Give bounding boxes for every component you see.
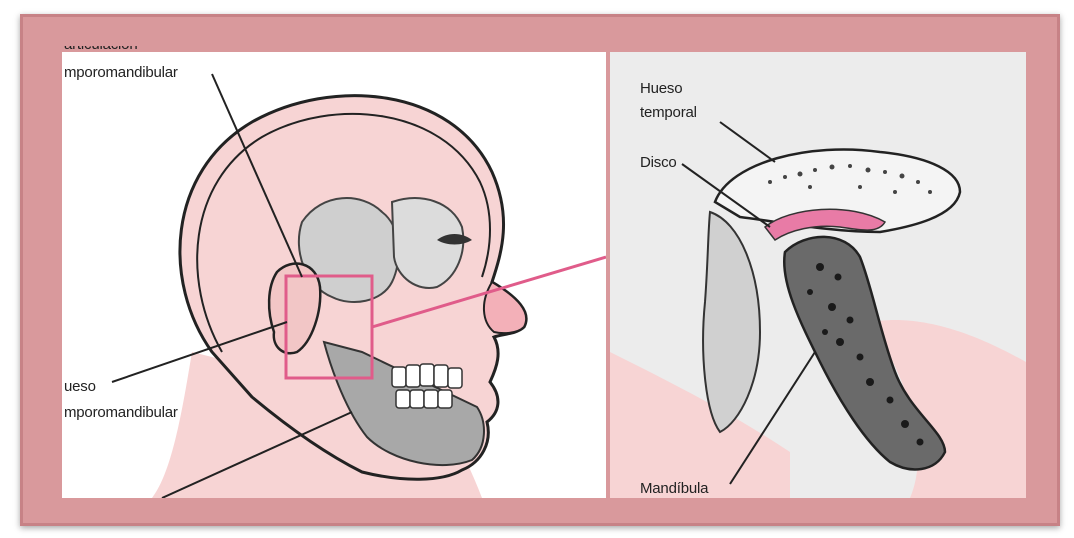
label-temporal-2: temporal — [640, 104, 697, 121]
label-bone-left-1: ueso — [64, 378, 96, 395]
head-illustration — [62, 52, 606, 498]
label-temporal-1: Hueso — [640, 80, 682, 97]
head-profile-panel — [62, 52, 606, 498]
teeth — [392, 364, 462, 408]
nose-shape — [484, 282, 526, 333]
label-disc: Disco — [640, 154, 677, 171]
articular-eminence — [703, 212, 760, 432]
label-bone-left-2: mporomandibular — [64, 404, 178, 421]
label-mandible: Mandíbula — [640, 480, 708, 497]
soft-tissue-shape — [610, 352, 790, 498]
leader-line-temporal — [720, 122, 775, 162]
label-tmj-top: mporomandibular — [64, 64, 178, 81]
